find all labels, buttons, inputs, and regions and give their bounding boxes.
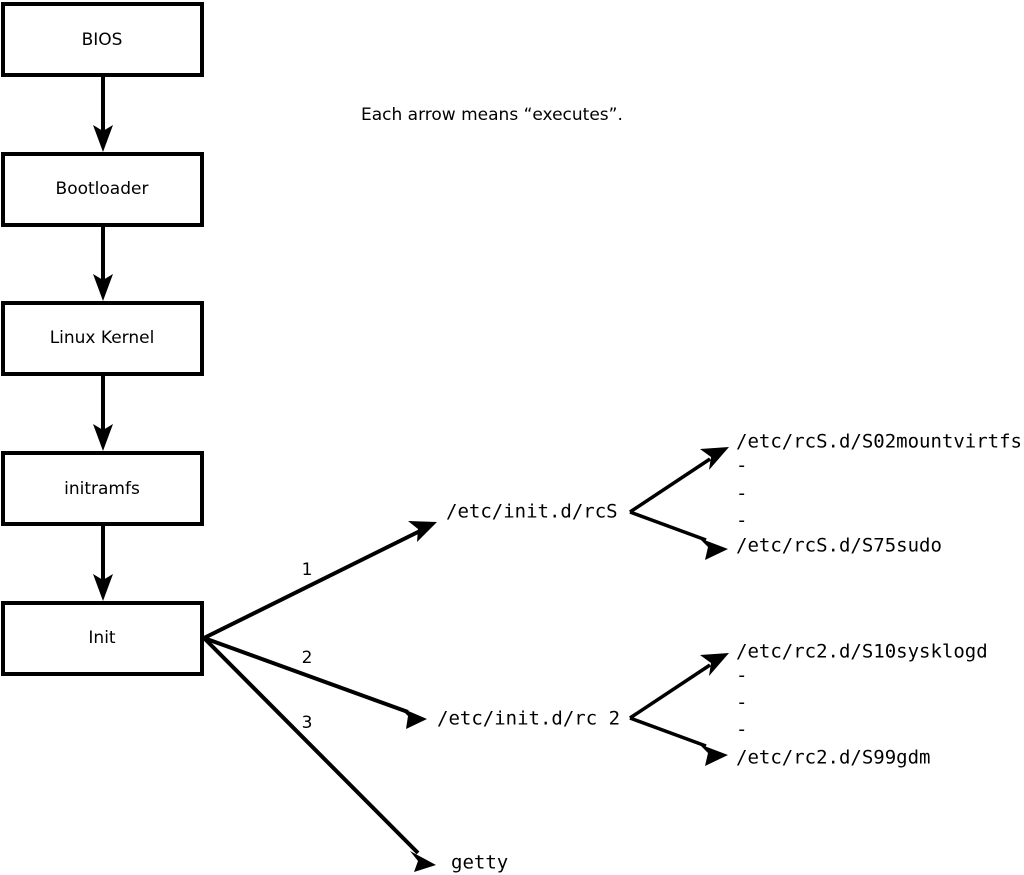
node-initramfs: initramfs — [1, 451, 204, 526]
script-label-rcs: /etc/init.d/rcS — [446, 501, 618, 523]
rc2-child-last-label: /etc/rc2.d/S99gdm — [736, 747, 930, 769]
rc2-ellipsis-dash-2: - — [736, 692, 747, 714]
arrow-bios-to-bootloader — [93, 75, 113, 152]
arrow-rc2-to-first-child — [629, 653, 729, 720]
arrow-head-icon — [699, 744, 728, 766]
branch-number-2: 2 — [302, 648, 313, 668]
init-box — [1, 601, 204, 676]
arrow-head-icon — [93, 274, 113, 301]
arrow-initramfs-to-init — [93, 524, 113, 601]
arrow-head-icon — [410, 851, 436, 872]
arrow-rcs-to-first-child — [629, 447, 729, 514]
arrow-kernel-to-initramfs — [93, 374, 113, 451]
arrow-shaft — [203, 529, 421, 640]
rcs-ellipsis-dash-3: - — [736, 510, 747, 532]
arrow-shaft — [629, 716, 707, 748]
initramfs-label: initramfs — [64, 479, 140, 499]
arrow-head-icon — [93, 574, 113, 601]
caption-text: Each arrow means “executes”. — [361, 105, 623, 125]
linux-kernel-label: Linux Kernel — [50, 328, 155, 348]
rc2-ellipsis-dash-1: - — [736, 665, 747, 687]
arrow-head-icon — [700, 653, 729, 676]
arrow-shaft — [629, 510, 707, 542]
node-bios: BIOS — [1, 2, 204, 77]
node-bootloader: Bootloader — [1, 152, 204, 227]
node-init: Init — [1, 601, 204, 676]
arrow-shaft — [629, 457, 711, 514]
arrow-head-icon — [408, 521, 437, 542]
arrow-head-icon — [699, 538, 728, 560]
arrow-rc2-to-last-child — [629, 716, 728, 766]
arrow-init-to-getty — [202, 636, 436, 872]
arrow-shaft — [203, 636, 409, 714]
rcs-ellipsis-dash-2: - — [736, 483, 747, 505]
initramfs-box — [1, 451, 204, 526]
branch-number-3: 3 — [302, 713, 313, 733]
script-label-getty: getty — [451, 852, 508, 874]
arrow-head-icon — [399, 707, 427, 729]
rc2-ellipsis-dash-3: - — [736, 719, 747, 741]
init-label: Init — [88, 628, 116, 648]
arrow-head-icon — [93, 125, 113, 152]
branch-number-1: 1 — [302, 560, 313, 580]
rcs-child-first-label: /etc/rcS.d/S02mountvirtfs — [736, 431, 1022, 453]
arrow-init-to-rcs — [203, 521, 437, 640]
arrow-head-icon — [93, 424, 113, 451]
rcs-ellipsis-dash-1: - — [736, 455, 747, 477]
script-label-rc2: /etc/init.d/rc 2 — [437, 708, 620, 730]
rc2-child-first-label: /etc/rc2.d/S10sysklogd — [736, 641, 988, 663]
arrow-rcs-to-last-child — [629, 510, 728, 560]
arrow-shaft — [629, 663, 711, 720]
node-linux-kernel: Linux Kernel — [1, 301, 204, 376]
arrow-init-to-rc2 — [203, 636, 427, 729]
rcs-child-last-label: /etc/rcS.d/S75sudo — [736, 535, 942, 557]
arrow-shaft — [202, 636, 420, 855]
arrow-head-icon — [700, 447, 729, 470]
bios-label: BIOS — [82, 30, 123, 50]
bootloader-label: Bootloader — [56, 179, 149, 199]
arrow-bootloader-to-kernel — [93, 225, 113, 301]
